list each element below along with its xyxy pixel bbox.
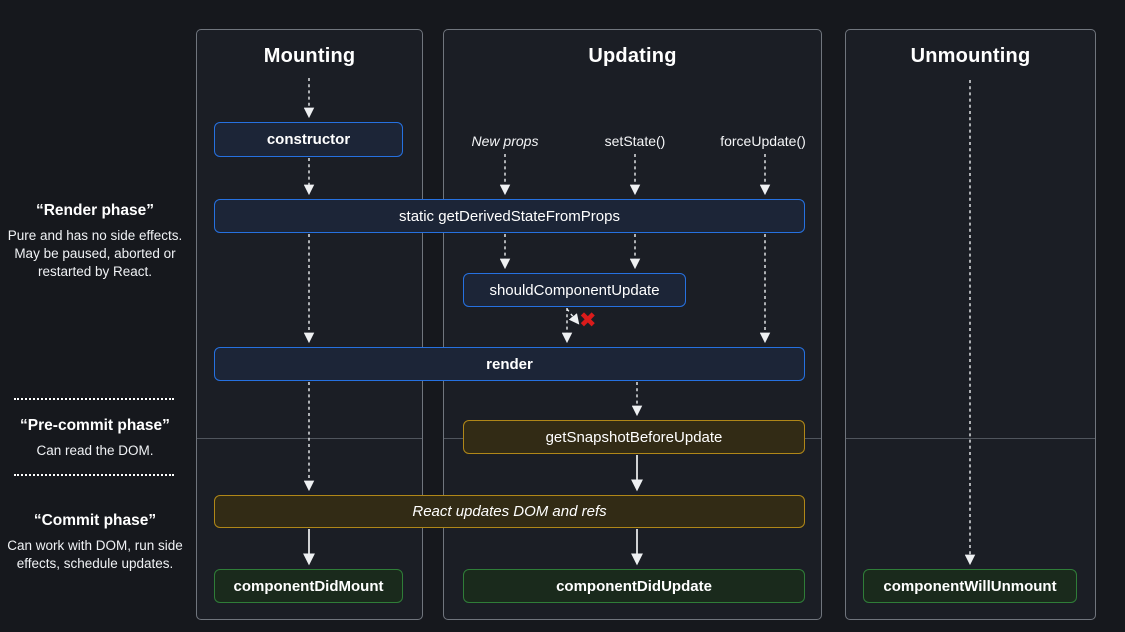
phase-boundary-line bbox=[846, 438, 1095, 439]
blocked-x-icon: ✖ bbox=[579, 309, 597, 332]
phase-note-render: “Render phase” Pure and has no side effe… bbox=[5, 202, 185, 280]
phase-desc-precommit: Can read the DOM. bbox=[36, 443, 154, 458]
method-componentdidmount[interactable]: componentDidMount bbox=[214, 569, 403, 603]
column-title-mounting: Mounting bbox=[263, 45, 356, 67]
phase-title-render: “Render phase” bbox=[35, 202, 154, 219]
column-title-updating: Updating bbox=[588, 45, 677, 67]
column-unmounting: Unmounting bbox=[845, 29, 1096, 620]
method-render[interactable]: render bbox=[214, 347, 805, 381]
column-mounting: Mounting bbox=[196, 29, 423, 620]
column-title-unmounting: Unmounting bbox=[910, 45, 1031, 67]
method-getderivedstatefromprops[interactable]: static getDerivedStateFromProps bbox=[214, 199, 805, 233]
phase-title-commit: “Commit phase” bbox=[33, 512, 157, 529]
trigger-setstate: setState() bbox=[604, 133, 666, 149]
phase-divider-top bbox=[14, 398, 174, 400]
trigger-forceupdate: forceUpdate() bbox=[720, 133, 806, 149]
phase-note-commit: “Commit phase” Can work with DOM, run si… bbox=[5, 512, 185, 573]
phase-desc-render: Pure and has no side effects. May be pau… bbox=[7, 228, 183, 279]
method-componentwillunmount[interactable]: componentWillUnmount bbox=[863, 569, 1077, 603]
method-shouldcomponentupdate[interactable]: shouldComponentUpdate bbox=[463, 273, 686, 307]
phase-divider-bottom bbox=[14, 474, 174, 476]
phase-desc-commit: Can work with DOM, run side effects, sch… bbox=[7, 538, 183, 571]
trigger-new-props: New props bbox=[471, 133, 539, 149]
method-getsnapshotbeforeupdate[interactable]: getSnapshotBeforeUpdate bbox=[463, 420, 805, 454]
phase-title-precommit: “Pre-commit phase” bbox=[20, 417, 170, 434]
column-updating: Updating bbox=[443, 29, 822, 620]
step-react-updates-dom: React updates DOM and refs bbox=[214, 495, 805, 528]
phase-boundary-line bbox=[197, 438, 422, 439]
method-componentdidupdate[interactable]: componentDidUpdate bbox=[463, 569, 805, 603]
phase-note-precommit: “Pre-commit phase” Can read the DOM. bbox=[5, 417, 185, 460]
method-constructor[interactable]: constructor bbox=[214, 122, 403, 157]
